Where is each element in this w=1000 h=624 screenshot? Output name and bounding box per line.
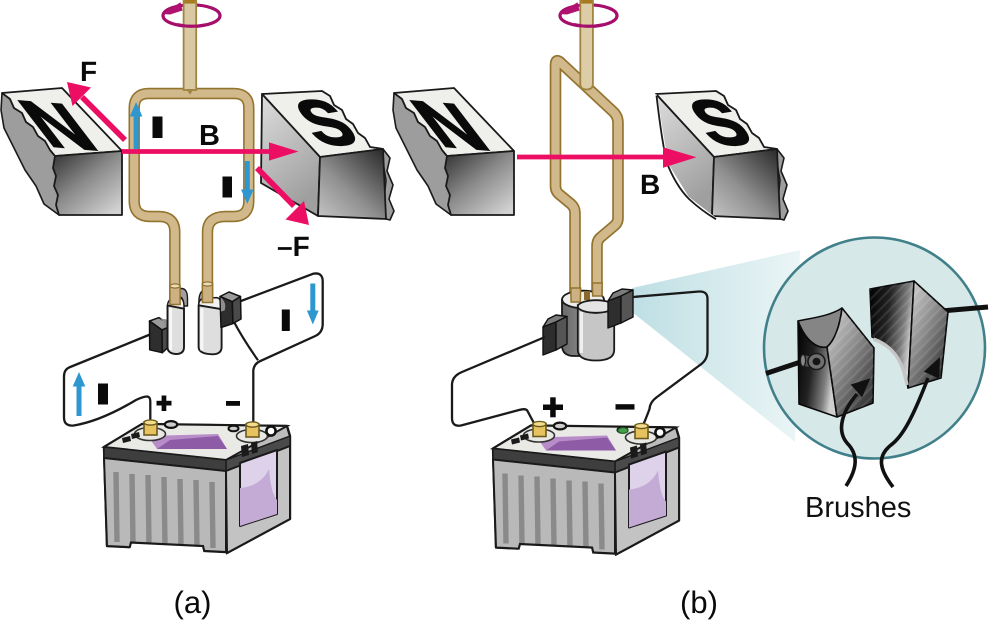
svg-text:B: B (640, 169, 660, 200)
svg-text:Brushes: Brushes (805, 492, 911, 524)
svg-text:F: F (80, 56, 97, 87)
svg-text:(a): (a) (174, 585, 212, 620)
svg-text:(b): (b) (680, 585, 718, 620)
svg-text:B: B (199, 120, 220, 152)
svg-text:–F: –F (277, 231, 310, 262)
